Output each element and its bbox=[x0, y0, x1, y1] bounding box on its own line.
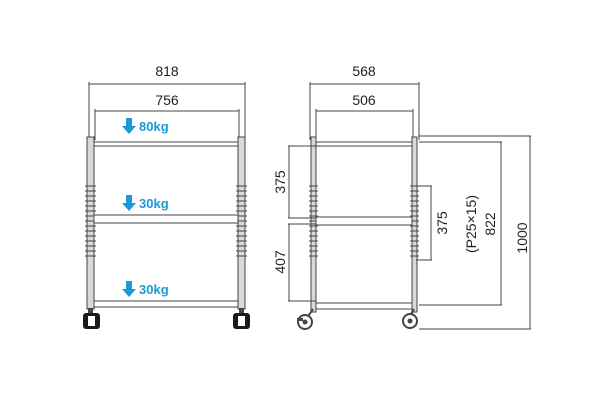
side-left-caster bbox=[297, 308, 314, 330]
side-lower-gap-label: 407 bbox=[272, 250, 288, 274]
side-right-post bbox=[411, 136, 418, 313]
load-label-top: 80kg bbox=[139, 119, 169, 134]
front-middle-shelf bbox=[93, 214, 239, 224]
side-total-height-label: 1000 bbox=[514, 222, 530, 253]
side-adjustable-gap-label: 375 bbox=[434, 211, 450, 235]
front-right-post bbox=[237, 136, 246, 310]
front-view: 818 756 bbox=[83, 63, 250, 329]
side-upper-gap-label: 375 bbox=[272, 170, 288, 194]
front-inner-width-dimension bbox=[94, 109, 240, 140]
down-arrow-icon bbox=[122, 195, 136, 211]
side-view: 568 506 bbox=[272, 63, 531, 330]
side-right-notches bbox=[410, 185, 419, 257]
front-overall-width-dimension bbox=[88, 82, 246, 140]
front-left-caster bbox=[83, 308, 100, 329]
down-arrow-icon bbox=[122, 281, 136, 297]
front-left-post bbox=[86, 136, 95, 310]
front-bottom-shelf bbox=[93, 300, 239, 308]
side-inner-depth-label: 506 bbox=[352, 92, 376, 108]
load-indicator-bottom: 30kg bbox=[122, 281, 169, 297]
down-arrow-icon bbox=[122, 118, 136, 134]
side-upper-gap-dimension bbox=[288, 145, 316, 219]
side-total-height-dimension bbox=[419, 135, 531, 330]
side-top-shelf bbox=[315, 141, 413, 147]
front-inner-width-label: 756 bbox=[155, 92, 179, 108]
side-shelf-height-label: 822 bbox=[482, 212, 498, 236]
side-right-caster bbox=[402, 308, 418, 329]
side-shelf-height-note: (P25×15) bbox=[463, 195, 479, 253]
side-overall-depth-label: 568 bbox=[352, 63, 376, 79]
side-overall-depth-dimension bbox=[309, 82, 420, 140]
front-overall-width-label: 818 bbox=[155, 63, 179, 79]
side-shelf-height-dimension bbox=[419, 141, 502, 306]
front-right-caster bbox=[233, 308, 250, 329]
side-bottom-shelf bbox=[315, 302, 413, 310]
load-label-bottom: 30kg bbox=[139, 282, 169, 297]
front-right-notches bbox=[236, 185, 247, 257]
side-inner-depth-dimension bbox=[315, 109, 414, 140]
side-adjustable-gap-dimension bbox=[416, 185, 432, 261]
load-indicator-middle: 30kg bbox=[122, 195, 169, 211]
side-left-notches bbox=[309, 185, 318, 257]
load-label-middle: 30kg bbox=[139, 196, 169, 211]
load-indicator-top: 80kg bbox=[122, 118, 169, 134]
side-lower-gap-dimension bbox=[288, 223, 316, 302]
side-middle-shelf bbox=[315, 216, 413, 226]
front-top-shelf bbox=[93, 141, 239, 147]
